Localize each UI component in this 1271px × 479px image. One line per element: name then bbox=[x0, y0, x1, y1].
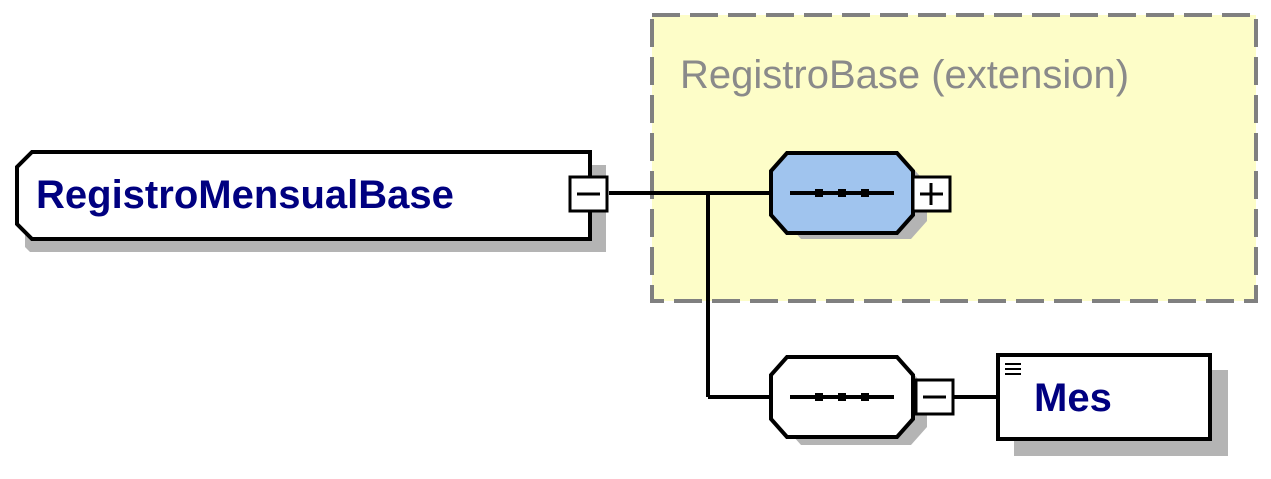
child-element-label: Mes bbox=[1034, 376, 1112, 420]
sequence-expand-toggle[interactable] bbox=[911, 175, 952, 213]
extension-box: RegistroBase (extension) bbox=[650, 13, 1258, 303]
sequence-compositor-2[interactable] bbox=[769, 355, 927, 445]
sequence-compositor-extension[interactable] bbox=[769, 151, 927, 239]
text-content-icon bbox=[1005, 363, 1021, 375]
root-element-label: RegistroMensualBase bbox=[36, 173, 454, 217]
sequence-2-collapse-toggle[interactable] bbox=[914, 378, 955, 416]
connector-lines bbox=[609, 191, 998, 399]
extension-label: RegistroBase (extension) bbox=[680, 53, 1129, 97]
child-element-mes[interactable]: Mes bbox=[996, 353, 1228, 456]
root-element-node[interactable]: RegistroMensualBase bbox=[15, 150, 606, 252]
root-collapse-toggle[interactable] bbox=[568, 175, 609, 213]
